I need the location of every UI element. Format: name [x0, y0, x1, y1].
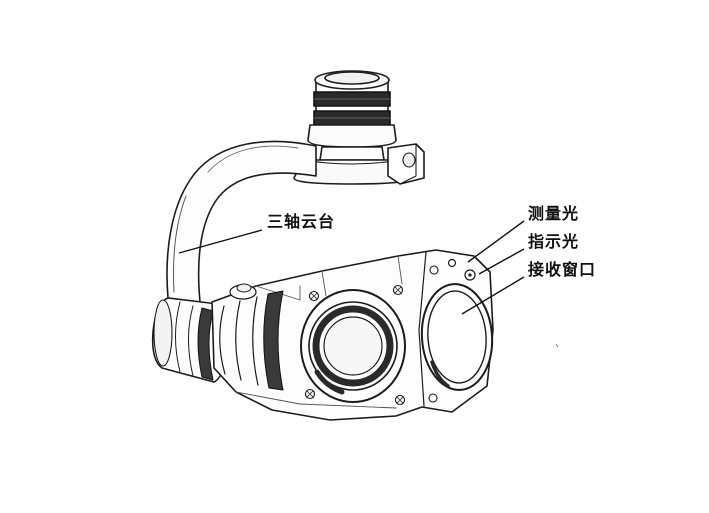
measuring-light-aperture [447, 258, 457, 268]
label-indicator-light: 指示光 [528, 232, 580, 251]
receiving-window [420, 283, 494, 391]
label-gimbal: 三轴云台 [267, 212, 336, 231]
indicator-light-led [464, 269, 476, 281]
top-knob [229, 283, 257, 300]
top-motor [293, 70, 411, 185]
label-receiving-window: 接收窗口 [528, 260, 597, 279]
leader-line-measuring-light [467, 220, 525, 263]
motor-side-bracket [387, 143, 425, 185]
leader-line-indicator-light [478, 248, 525, 275]
lens-barrel-ribs [219, 290, 284, 391]
main-lens [300, 289, 406, 403]
roll-motor [151, 297, 228, 383]
screws [304, 265, 439, 406]
leader-line-receiving-window [461, 276, 525, 315]
artifact-speck [555, 343, 559, 348]
label-measuring-light: 测量光 [528, 204, 580, 223]
lens-cap [324, 71, 380, 85]
leader-line-gimbal [178, 229, 263, 254]
